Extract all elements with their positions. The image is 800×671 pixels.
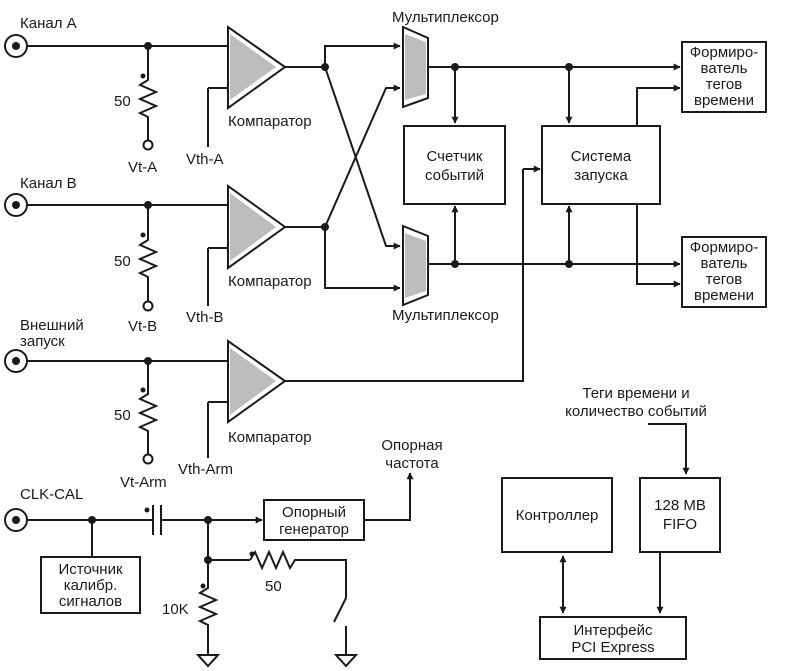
ref-freq-label-1: Опорная — [381, 437, 442, 454]
comparator-b-label: Компаратор — [228, 273, 312, 290]
tag-former-top-label-3: тегов — [706, 76, 743, 93]
switch — [333, 597, 347, 655]
ext-trigger-label-1: Внешний — [20, 317, 84, 334]
multiplexer-top-label: Мультиплексор — [392, 9, 499, 26]
resistor-b-value: 50 — [114, 253, 131, 270]
fifo-block: 128 MB FIFO — [639, 477, 721, 553]
vth-a-label: Vth-A — [186, 151, 224, 168]
resistor-arm — [137, 390, 159, 455]
multiplexer-bottom — [402, 224, 429, 307]
resistor-10k-value: 10K — [162, 601, 189, 618]
clk-cal-label: CLK-CAL — [20, 486, 83, 503]
channel-a-label: Канал А — [20, 15, 77, 32]
resistor-clk — [249, 549, 347, 598]
vth-arm-label: Vth-Arm — [178, 461, 233, 478]
trigger-system-block: Система запуска — [541, 125, 661, 205]
fifo-label-1: 128 MB — [654, 497, 706, 514]
tag-former-top-label-1: Формиро- — [690, 44, 758, 61]
tag-former-top-block: Формиро- ватель тегов времени — [681, 41, 767, 113]
resistor-10k — [197, 584, 219, 655]
ref-generator-block: Опорный генератор — [263, 499, 365, 541]
ground-symbol-left — [195, 654, 221, 668]
channel-b-input: Канал В — [4, 175, 77, 217]
vth-b-label: Vth-B — [186, 309, 224, 326]
cal-source-label-1: Источник — [58, 561, 122, 578]
ref-freq-label-2: частота — [385, 455, 439, 472]
comparator-arm — [227, 339, 287, 424]
controller-block: Контроллер — [501, 477, 613, 553]
resistor-a — [137, 76, 159, 141]
cal-source-block: Источник калибр. сигналов — [40, 556, 141, 614]
trigger-system-label-2: запуска — [574, 167, 628, 184]
vt-a-label: Vt-A — [128, 159, 157, 176]
tag-former-bottom-label-2: ватель — [701, 255, 748, 272]
tag-former-bottom-block: Формиро- ватель тегов времени — [681, 236, 767, 308]
comparator-a-label: Компаратор — [228, 113, 312, 130]
channel-a-input: Канал А — [4, 15, 77, 58]
pci-label-1: Интерфейс — [573, 622, 653, 639]
resistor-a-value: 50 — [114, 93, 131, 110]
vt-b-label: Vt-B — [128, 318, 157, 335]
ground-symbol-right — [333, 654, 359, 668]
cal-source-label-3: сигналов — [59, 593, 122, 610]
event-counter-label-2: событий — [425, 167, 484, 184]
ext-trigger-label-2: запуск — [20, 333, 65, 350]
tags-label-1: Теги времени и — [582, 385, 689, 402]
tag-former-top-label-4: времени — [694, 92, 754, 109]
trigger-system-label-1: Система — [571, 148, 632, 165]
comparator-arm-label: Компаратор — [228, 429, 312, 446]
controller-label: Контроллер — [516, 507, 599, 524]
multiplexer-top — [402, 25, 429, 109]
tag-former-bottom-label-3: тегов — [706, 271, 743, 288]
vt-arm-label: Vt-Arm — [120, 474, 167, 491]
tag-former-top-label-2: ватель — [701, 60, 748, 77]
ext-trigger-input: Внешний запуск — [4, 317, 84, 373]
event-counter-label-1: Счетчик — [427, 148, 483, 165]
multiplexer-bottom-label: Мультиплексор — [392, 307, 499, 324]
channel-b-label: Канал В — [20, 175, 77, 192]
fifo-label-2: FIFO — [663, 516, 697, 533]
tag-former-bottom-label-4: времени — [694, 287, 754, 304]
pci-label-2: PCI Express — [571, 639, 654, 656]
ref-generator-label-1: Опорный — [282, 504, 346, 521]
comparator-a — [227, 25, 287, 110]
clk-cal-input: CLK-CAL — [4, 486, 83, 532]
resistor-clk-value: 50 — [265, 578, 282, 595]
tags-label-2: количество событий — [565, 403, 707, 420]
tag-former-bottom-label-1: Формиро- — [690, 239, 758, 256]
resistor-arm-value: 50 — [114, 407, 131, 424]
ref-generator-label-2: генератор — [279, 521, 349, 538]
resistor-b — [137, 236, 159, 302]
comparator-b — [227, 184, 287, 270]
event-counter-block: Счетчик событий — [403, 125, 506, 205]
cal-source-label-2: калибр. — [64, 577, 117, 594]
pci-express-block: Интерфейс PCI Express — [539, 616, 687, 660]
